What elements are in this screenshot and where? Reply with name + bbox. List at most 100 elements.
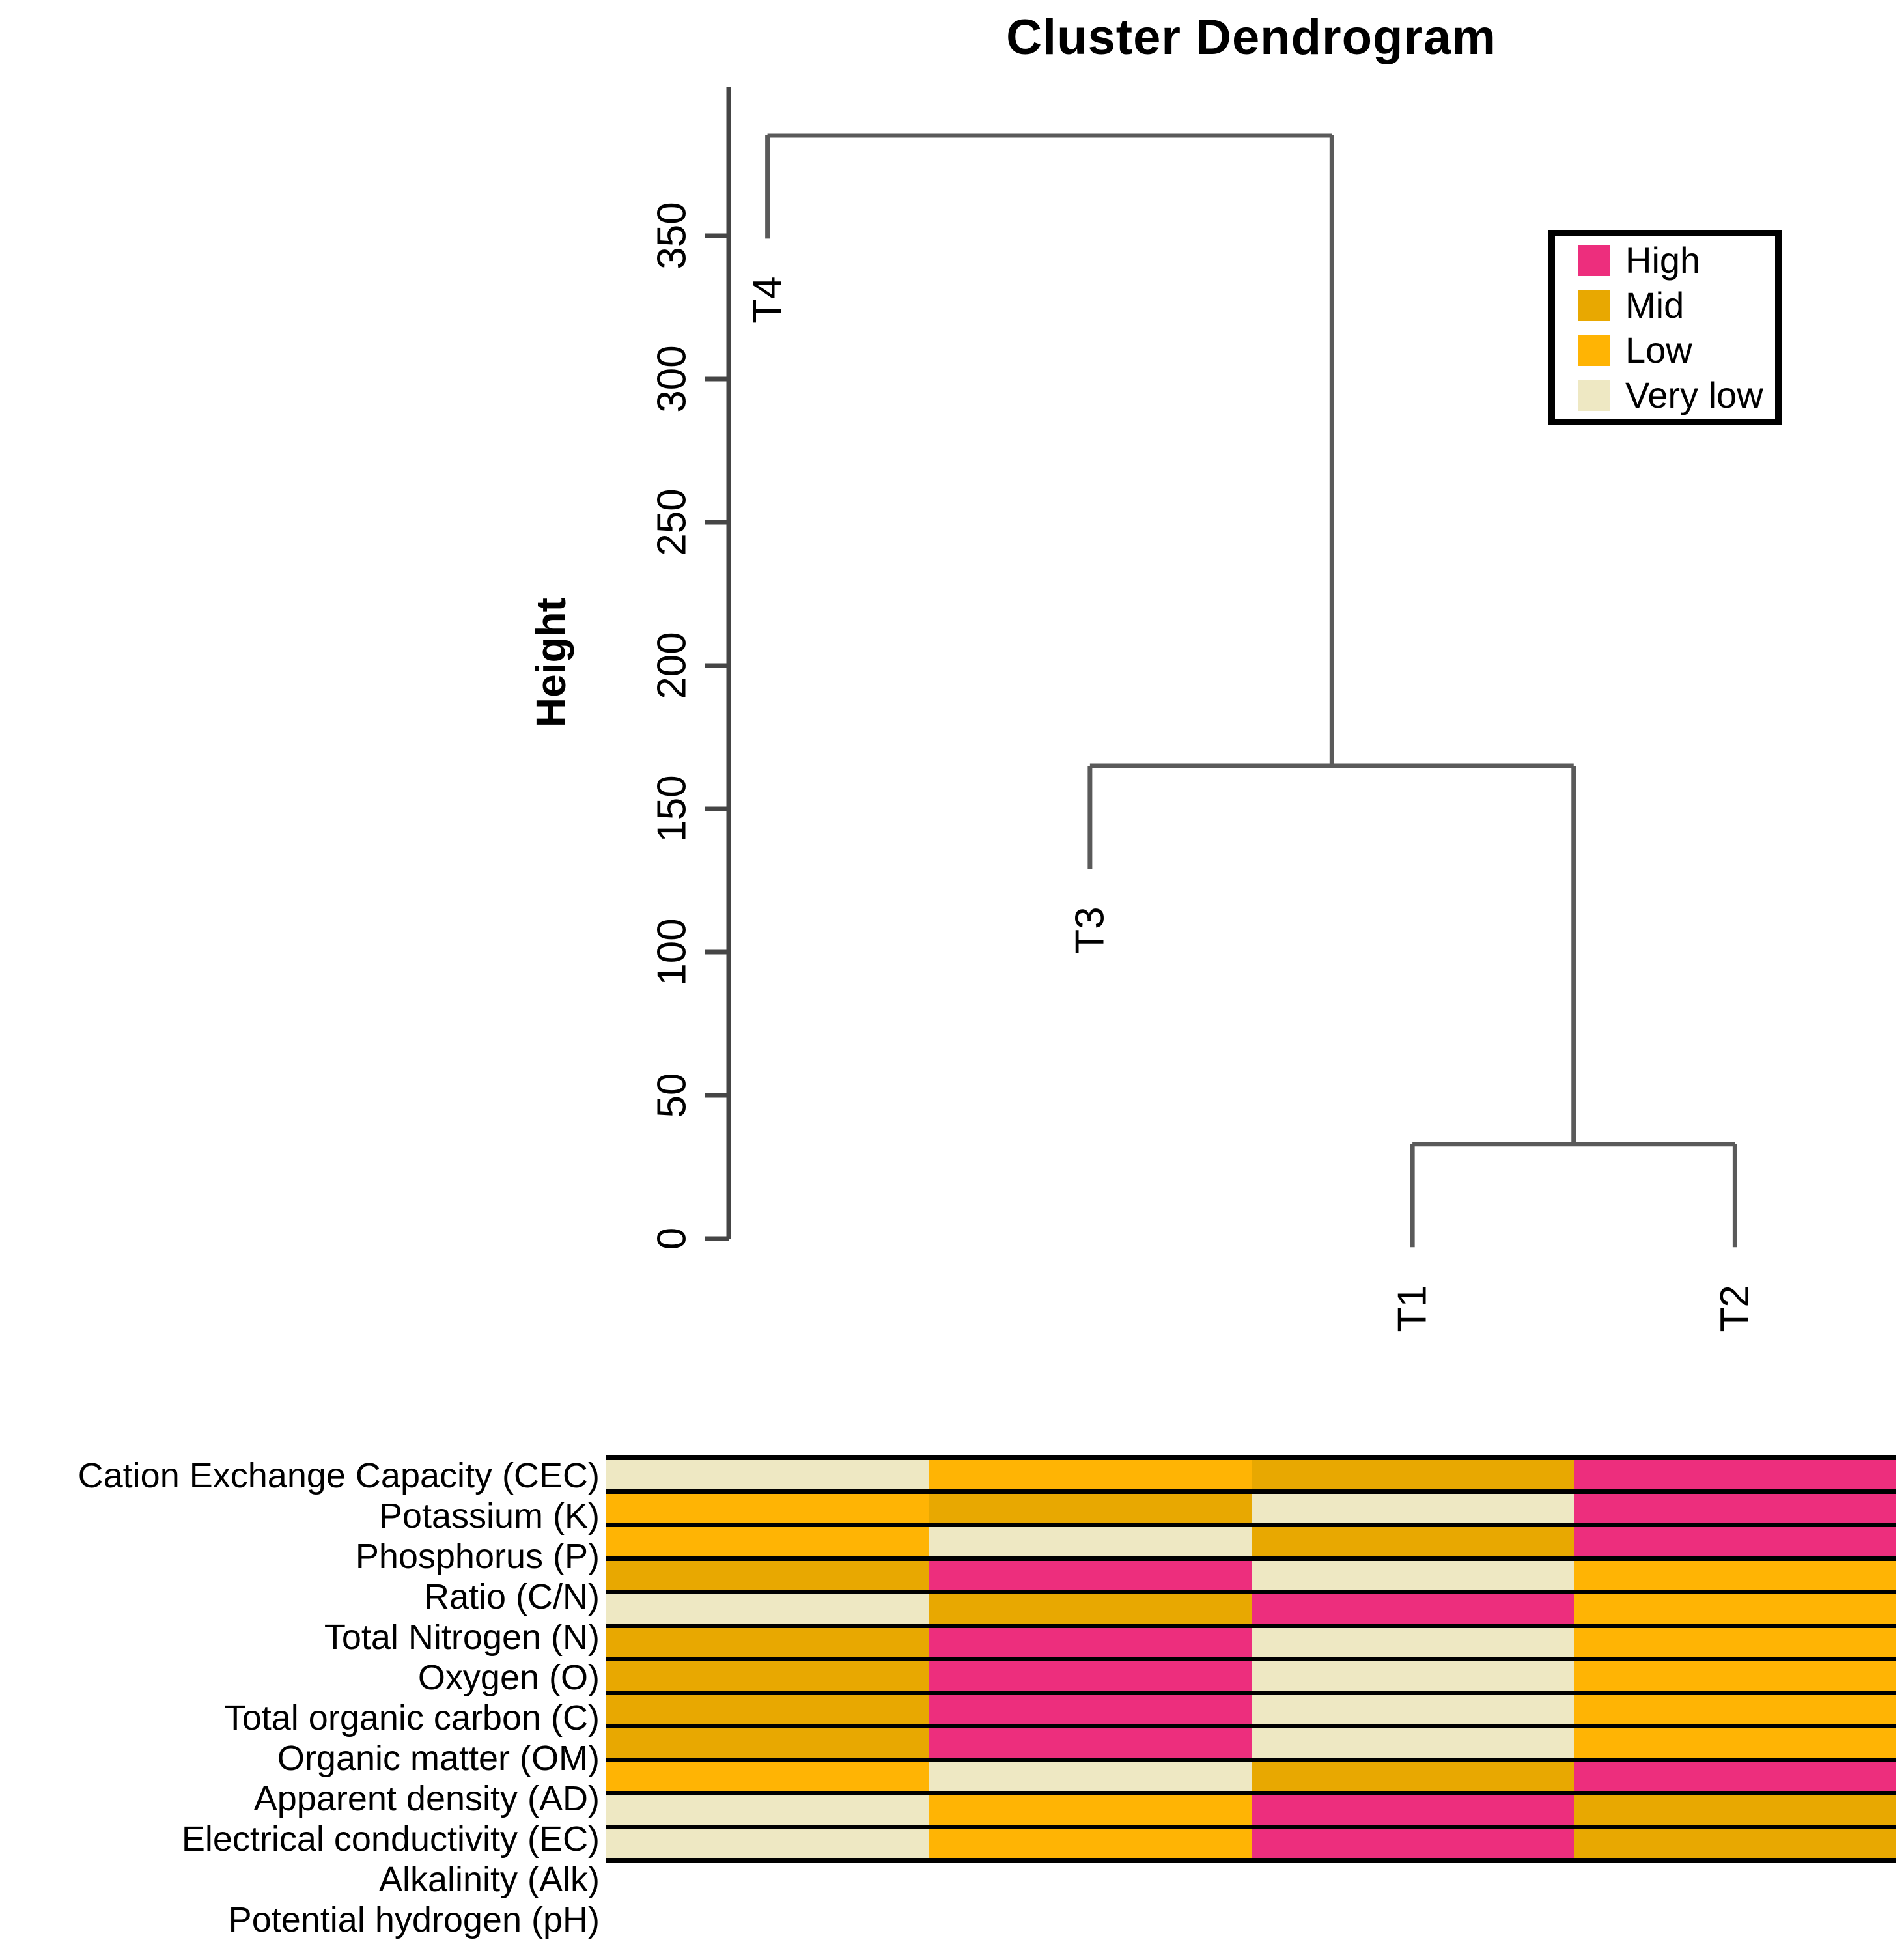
legend-label: Very low (1625, 374, 1763, 415)
heatmap-cell-t2-r3 (1573, 1527, 1896, 1556)
heatmap-cell-t1-r9 (1251, 1728, 1574, 1758)
y-tick-label: 50 (650, 1073, 695, 1118)
legend-item: High (1578, 242, 1775, 279)
heatmap-grid (606, 1455, 1896, 1863)
heatmap-cell-t1-r3 (1251, 1527, 1574, 1556)
heatmap-cell-t4-r5 (606, 1594, 929, 1624)
heatmap-row (606, 1455, 1896, 1489)
heatmap-row-label: Alkalinity (Alk) (378, 1860, 600, 1899)
heatmap-cell-t4-r10 (606, 1762, 929, 1791)
heatmap-row-label: Ratio (C/N) (423, 1577, 600, 1616)
heatmap-row-labels: Cation Exchange Capacity (CEC)Potassium … (0, 1455, 602, 1939)
y-tick-label: 200 (650, 632, 695, 699)
heatmap-row-label: Total organic carbon (C) (224, 1698, 600, 1737)
heatmap-cell-t3-r12 (929, 1829, 1252, 1858)
heatmap-row-label: Organic matter (OM) (277, 1739, 600, 1778)
heatmap-row-label: Cation Exchange Capacity (CEC) (77, 1456, 600, 1495)
legend-swatch (1578, 334, 1610, 366)
y-tick-label: 150 (650, 775, 695, 842)
heatmap-cell-t4-r2 (606, 1493, 929, 1523)
heatmap-cell-t2-r4 (1573, 1560, 1896, 1590)
heatmap-cell-t2-r1 (1573, 1460, 1896, 1489)
heatmap-cell-t3-r8 (929, 1694, 1252, 1724)
heatmap-cell-t2-r5 (1573, 1594, 1896, 1624)
leaf-label-t1: T1 (1390, 1285, 1435, 1332)
heatmap-cell-t4-r3 (606, 1527, 929, 1556)
legend-swatch (1578, 289, 1610, 321)
legend-item: Low (1578, 329, 1775, 371)
heatmap-cell-t3-r6 (929, 1627, 1252, 1657)
legend-swatch (1578, 244, 1610, 276)
heatmap-cell-t1-r8 (1251, 1694, 1574, 1724)
heatmap-cell-t1-r4 (1251, 1560, 1574, 1590)
heatmap-cell-t4-r4 (606, 1560, 929, 1590)
heatmap-cell-t4-r9 (606, 1728, 929, 1758)
heatmap-row (606, 1791, 1896, 1825)
heatmap-cell-t2-r8 (1573, 1694, 1896, 1724)
heatmap-cell-t1-r5 (1251, 1594, 1574, 1624)
heatmap-cell-t3-r2 (929, 1493, 1252, 1523)
legend-label: Mid (1625, 284, 1685, 326)
y-tick-label: 250 (650, 488, 695, 555)
y-tick-label: 0 (650, 1228, 695, 1250)
leaf-label-t4: T4 (745, 276, 790, 323)
heatmap-cell-t3-r4 (929, 1560, 1252, 1590)
chart-title: Cluster Dendrogram (1006, 10, 1496, 65)
heatmap-row-label: Potassium (K) (378, 1497, 600, 1536)
heatmap-cell-t2-r2 (1573, 1493, 1896, 1523)
heatmap-row (606, 1623, 1896, 1657)
heatmap-cell-t4-r8 (606, 1694, 929, 1724)
heatmap-row (606, 1523, 1896, 1556)
heatmap-cell-t3-r3 (929, 1527, 1252, 1556)
heatmap-cell-t3-r11 (929, 1795, 1252, 1825)
heatmap-cell-t2-r7 (1573, 1661, 1896, 1691)
heatmap-cell-t2-r12 (1573, 1829, 1896, 1858)
legend-item: Mid (1578, 287, 1775, 324)
heatmap-cell-t2-r6 (1573, 1627, 1896, 1657)
y-tick-label: 350 (650, 202, 695, 269)
legend-swatch (1578, 379, 1610, 411)
heatmap-row (606, 1724, 1896, 1758)
heatmap-cell-t3-r5 (929, 1594, 1252, 1624)
leaf-label-t2: T2 (1713, 1285, 1757, 1332)
heatmap-row (606, 1824, 1896, 1858)
legend-label: High (1625, 239, 1701, 281)
heatmap-cell-t1-r10 (1251, 1762, 1574, 1791)
heatmap-row-label: Oxygen (O) (417, 1658, 600, 1697)
legend-label: Low (1625, 329, 1692, 371)
heatmap-cell-t3-r10 (929, 1762, 1252, 1791)
heatmap-cell-t3-r1 (929, 1460, 1252, 1489)
heatmap-row-label: Potential hydrogen (pH) (228, 1900, 600, 1939)
heatmap-cell-t4-r6 (606, 1627, 929, 1657)
heatmap-row (606, 1690, 1896, 1724)
y-tick-label: 300 (650, 345, 695, 412)
heatmap-row (606, 1489, 1896, 1523)
heatmap-cell-t1-r6 (1251, 1627, 1574, 1657)
heatmap-cell-t1-r11 (1251, 1795, 1574, 1825)
heatmap-row-label: Total Nitrogen (N) (324, 1618, 600, 1657)
screenshot-root: { "chart_data": { "type": "dendrogram+he… (0, 10, 1896, 1939)
heatmap-cell-t3-r7 (929, 1661, 1252, 1691)
heatmap-cell-t2-r11 (1573, 1795, 1896, 1825)
leaf-label-t3: T3 (1067, 907, 1112, 953)
heatmap-row (606, 1657, 1896, 1691)
heatmap-cell-t1-r12 (1251, 1829, 1574, 1858)
heatmap-row (606, 1556, 1896, 1590)
y-tick-label: 100 (650, 918, 695, 985)
legend-item: Very low (1578, 374, 1775, 415)
heatmap-cell-t1-r7 (1251, 1661, 1574, 1691)
heatmap-row-label: Apparent density (AD) (253, 1779, 600, 1818)
heatmap-row (606, 1590, 1896, 1624)
heatmap-cell-t2-r9 (1573, 1728, 1896, 1758)
heatmap-row-label: Phosphorus (P) (355, 1537, 600, 1576)
heatmap-cell-t1-r1 (1251, 1460, 1574, 1489)
heatmap-cell-t4-r7 (606, 1661, 929, 1691)
heatmap-cell-t2-r10 (1573, 1762, 1896, 1791)
heatmap-cell-t4-r1 (606, 1460, 929, 1489)
heatmap-cell-t4-r11 (606, 1795, 929, 1825)
heatmap-row-label: Electrical conductivity (EC) (181, 1820, 600, 1859)
heatmap-row (606, 1757, 1896, 1791)
y-axis-title: Height (527, 598, 574, 727)
